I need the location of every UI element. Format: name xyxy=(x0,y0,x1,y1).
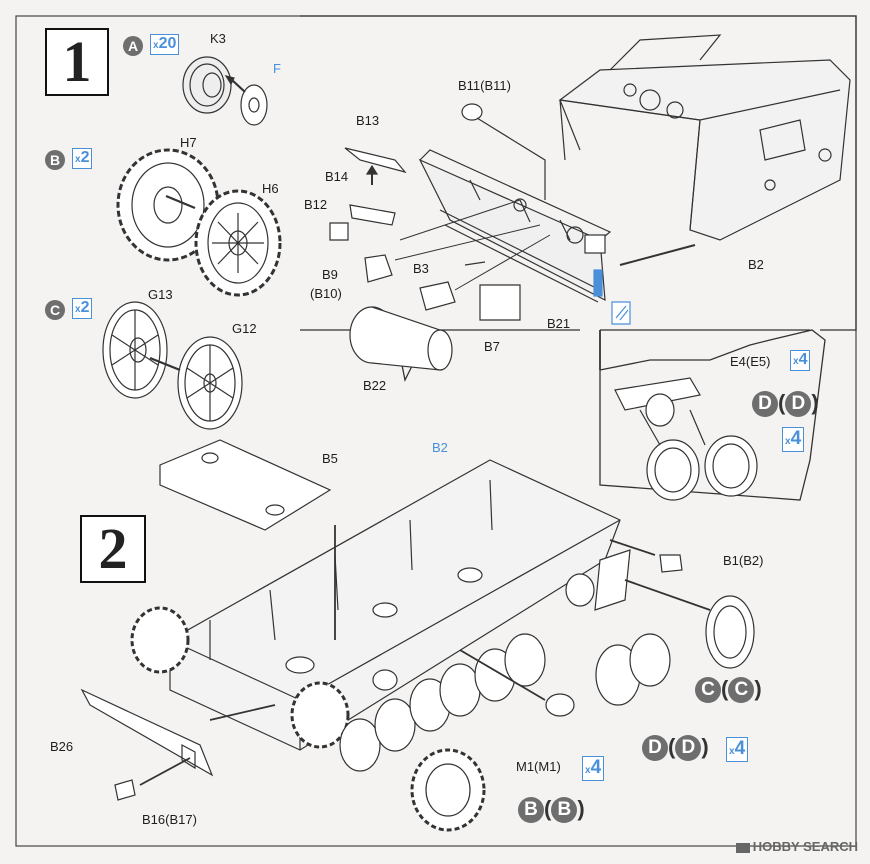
qty-c-value: 2 xyxy=(80,299,90,316)
label-b2-inset: B2 xyxy=(748,257,764,272)
label-k3: K3 xyxy=(210,31,226,46)
label-b2-hull: B2 xyxy=(432,440,448,455)
callout-c-step2: C(C) xyxy=(695,676,762,704)
qty-a-value: 20 xyxy=(158,35,177,52)
label-b21: B21 xyxy=(547,316,571,331)
watermark-text: HOBBY SEARCH xyxy=(752,839,858,854)
qty-e4-value: 4 xyxy=(798,351,808,368)
label-h7: H7 xyxy=(180,135,197,150)
label-e4: E4(E5) xyxy=(730,354,771,369)
label-b22: B22 xyxy=(363,378,387,393)
idler-g-drawing xyxy=(102,301,243,430)
callout-c: C xyxy=(45,300,65,320)
watermark: HOBBY SEARCH xyxy=(735,839,858,854)
hobby-search-logo-icon xyxy=(735,842,750,853)
small-parts-drawing xyxy=(329,103,696,371)
label-b3: B3 xyxy=(413,261,429,276)
label-b9: B9 xyxy=(322,267,338,282)
label-b16: B16(B17) xyxy=(142,812,197,827)
qty-m1-value: 4 xyxy=(590,757,602,778)
qty-b-value: 2 xyxy=(80,149,90,166)
transmission-drawing xyxy=(418,149,631,325)
label-b10: (B10) xyxy=(310,286,342,301)
callout-d-top-letter: D xyxy=(752,391,778,418)
qty-d-bottom-value: 4 xyxy=(734,738,746,759)
qty-b: x2 xyxy=(72,148,93,169)
qty-a: x20 xyxy=(150,34,180,55)
step-2-number: 2 xyxy=(80,515,146,583)
label-b1: B1(B2) xyxy=(723,553,764,568)
callout-b-step2: B(B) xyxy=(518,796,585,824)
suspension-unit-drawing xyxy=(614,377,758,501)
callout-d-top: D(D) xyxy=(752,390,819,418)
hull-drawing xyxy=(159,439,621,751)
label-b14: B14 xyxy=(325,169,349,184)
callout-d-bottom-letter: D xyxy=(642,735,668,762)
label-g12: G12 xyxy=(232,321,257,336)
label-g13: G13 xyxy=(148,287,173,302)
qty-d-bottom: x4 xyxy=(726,737,749,762)
paint-color-icon xyxy=(611,301,631,325)
label-b5: B5 xyxy=(322,451,338,466)
label-b7: B7 xyxy=(484,339,500,354)
label-h6: H6 xyxy=(262,181,279,196)
hull-front-drawing xyxy=(558,34,851,241)
qty-d-top: x4 xyxy=(782,427,805,452)
callout-d-bottom: D(D) xyxy=(642,734,709,762)
qty-m1: x4 xyxy=(582,756,605,781)
qty-c: x2 xyxy=(72,298,93,319)
callout-b-mirror: B xyxy=(551,797,578,824)
label-m1: M1(M1) xyxy=(516,759,561,774)
qty-e4: x4 xyxy=(790,350,811,371)
callout-d-bottom-mirror: D xyxy=(675,735,702,762)
road-wheels-drawing xyxy=(130,549,755,832)
callout-c-letter: C xyxy=(695,677,721,704)
label-b11: B11(B11) xyxy=(458,78,511,93)
label-b12: B12 xyxy=(304,197,328,212)
step-1-number: 1 xyxy=(45,28,109,96)
qty-d-top-value: 4 xyxy=(790,428,802,449)
assembly-arrows xyxy=(209,330,711,721)
wheel-k3-drawing xyxy=(182,56,268,126)
callout-a: A xyxy=(123,36,143,56)
callout-b: B xyxy=(45,150,65,170)
callout-c-mirror: C xyxy=(728,677,755,704)
label-b13: B13 xyxy=(356,113,380,128)
side-plate-drawing xyxy=(80,688,214,801)
label-b26: B26 xyxy=(50,739,74,754)
callout-b-letter: B xyxy=(518,797,544,824)
label-f: F xyxy=(273,61,281,76)
sprocket-h-drawing xyxy=(116,148,282,297)
callout-d-top-mirror: D xyxy=(785,391,812,418)
